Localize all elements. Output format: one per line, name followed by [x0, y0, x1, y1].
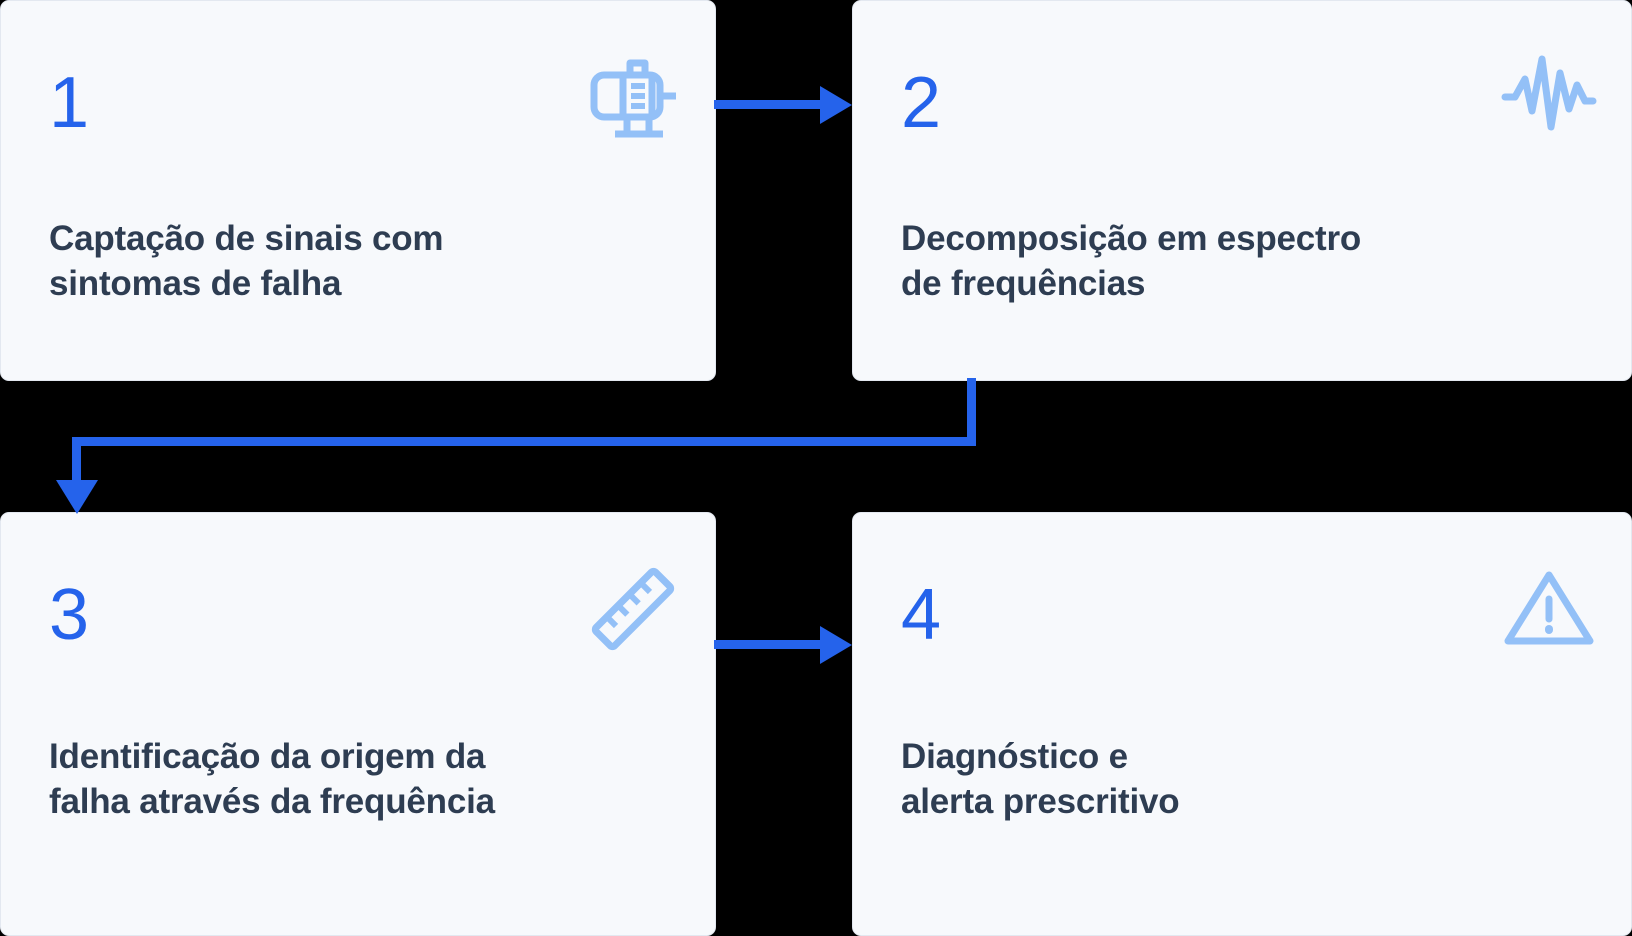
step-card-4[interactable]: 4 Diagnóstico e alerta prescritivo: [852, 512, 1632, 936]
step-title-2: Decomposição em espectro de frequências: [901, 217, 1597, 307]
arrow-segment-down-from-step-2: [967, 378, 976, 446]
step-title-2-line-1: Decomposição em espectro: [901, 219, 1362, 258]
step-title-1-line-2: sintomas de falha: [49, 263, 342, 303]
step-card-1-content: 1 Captação de sinais com: [1, 1, 715, 380]
step-title-2-line-2: de frequências: [901, 263, 1146, 303]
arrow-segment-down-to-step-3: [72, 437, 81, 483]
arrow-head-right: [820, 626, 852, 664]
step-title-3-line-2: falha através da frequência: [49, 781, 495, 821]
step-card-3-content: 3 Identificação da origem da falha atrav…: [1, 513, 715, 935]
arrow-shaft: [714, 100, 822, 109]
arrow-step-3-to-4: [714, 618, 854, 676]
step-title-3: Identificação da origem da falha através…: [49, 735, 681, 825]
step-number-2: 2: [901, 63, 941, 143]
step-title-3-line-1: Identificação da origem da: [49, 737, 486, 776]
step-number-1: 1: [49, 63, 89, 143]
warning-triangle-icon: [1501, 561, 1597, 657]
arrow-head-down: [56, 480, 98, 514]
step-title-4: Diagnóstico e alerta prescritivo: [901, 735, 1597, 825]
step-number-4: 4: [901, 575, 941, 655]
step-card-3[interactable]: 3 Identificação da origem da falha atrav…: [0, 512, 716, 936]
arrow-segment-horizontal: [72, 437, 976, 446]
step-card-2[interactable]: 2 Decomposição em espectro de frequência…: [852, 0, 1632, 381]
arrow-step-1-to-2: [714, 78, 854, 136]
step-title-1-line-1: Captação de sinais com: [49, 219, 444, 258]
step-card-4-content: 4 Diagnóstico e alerta prescritivo: [853, 513, 1631, 935]
step-card-2-content: 2 Decomposição em espectro de frequência…: [853, 1, 1631, 380]
electric-motor-icon: [585, 49, 681, 145]
step-number-3: 3: [49, 575, 89, 655]
arrow-head-right: [820, 86, 852, 124]
arrow-shaft: [714, 640, 822, 649]
step-title-4-line-2: alerta prescritivo: [901, 781, 1180, 821]
step-card-1[interactable]: 1 Captação de sinais com: [0, 0, 716, 381]
ruler-icon: [585, 561, 681, 657]
waveform-signal-icon: [1501, 49, 1597, 145]
step-title-4-line-1: Diagnóstico e: [901, 737, 1128, 776]
step-title-1: Captação de sinais com sintomas de falha: [49, 217, 681, 307]
arrow-step-2-to-3: [56, 378, 976, 518]
